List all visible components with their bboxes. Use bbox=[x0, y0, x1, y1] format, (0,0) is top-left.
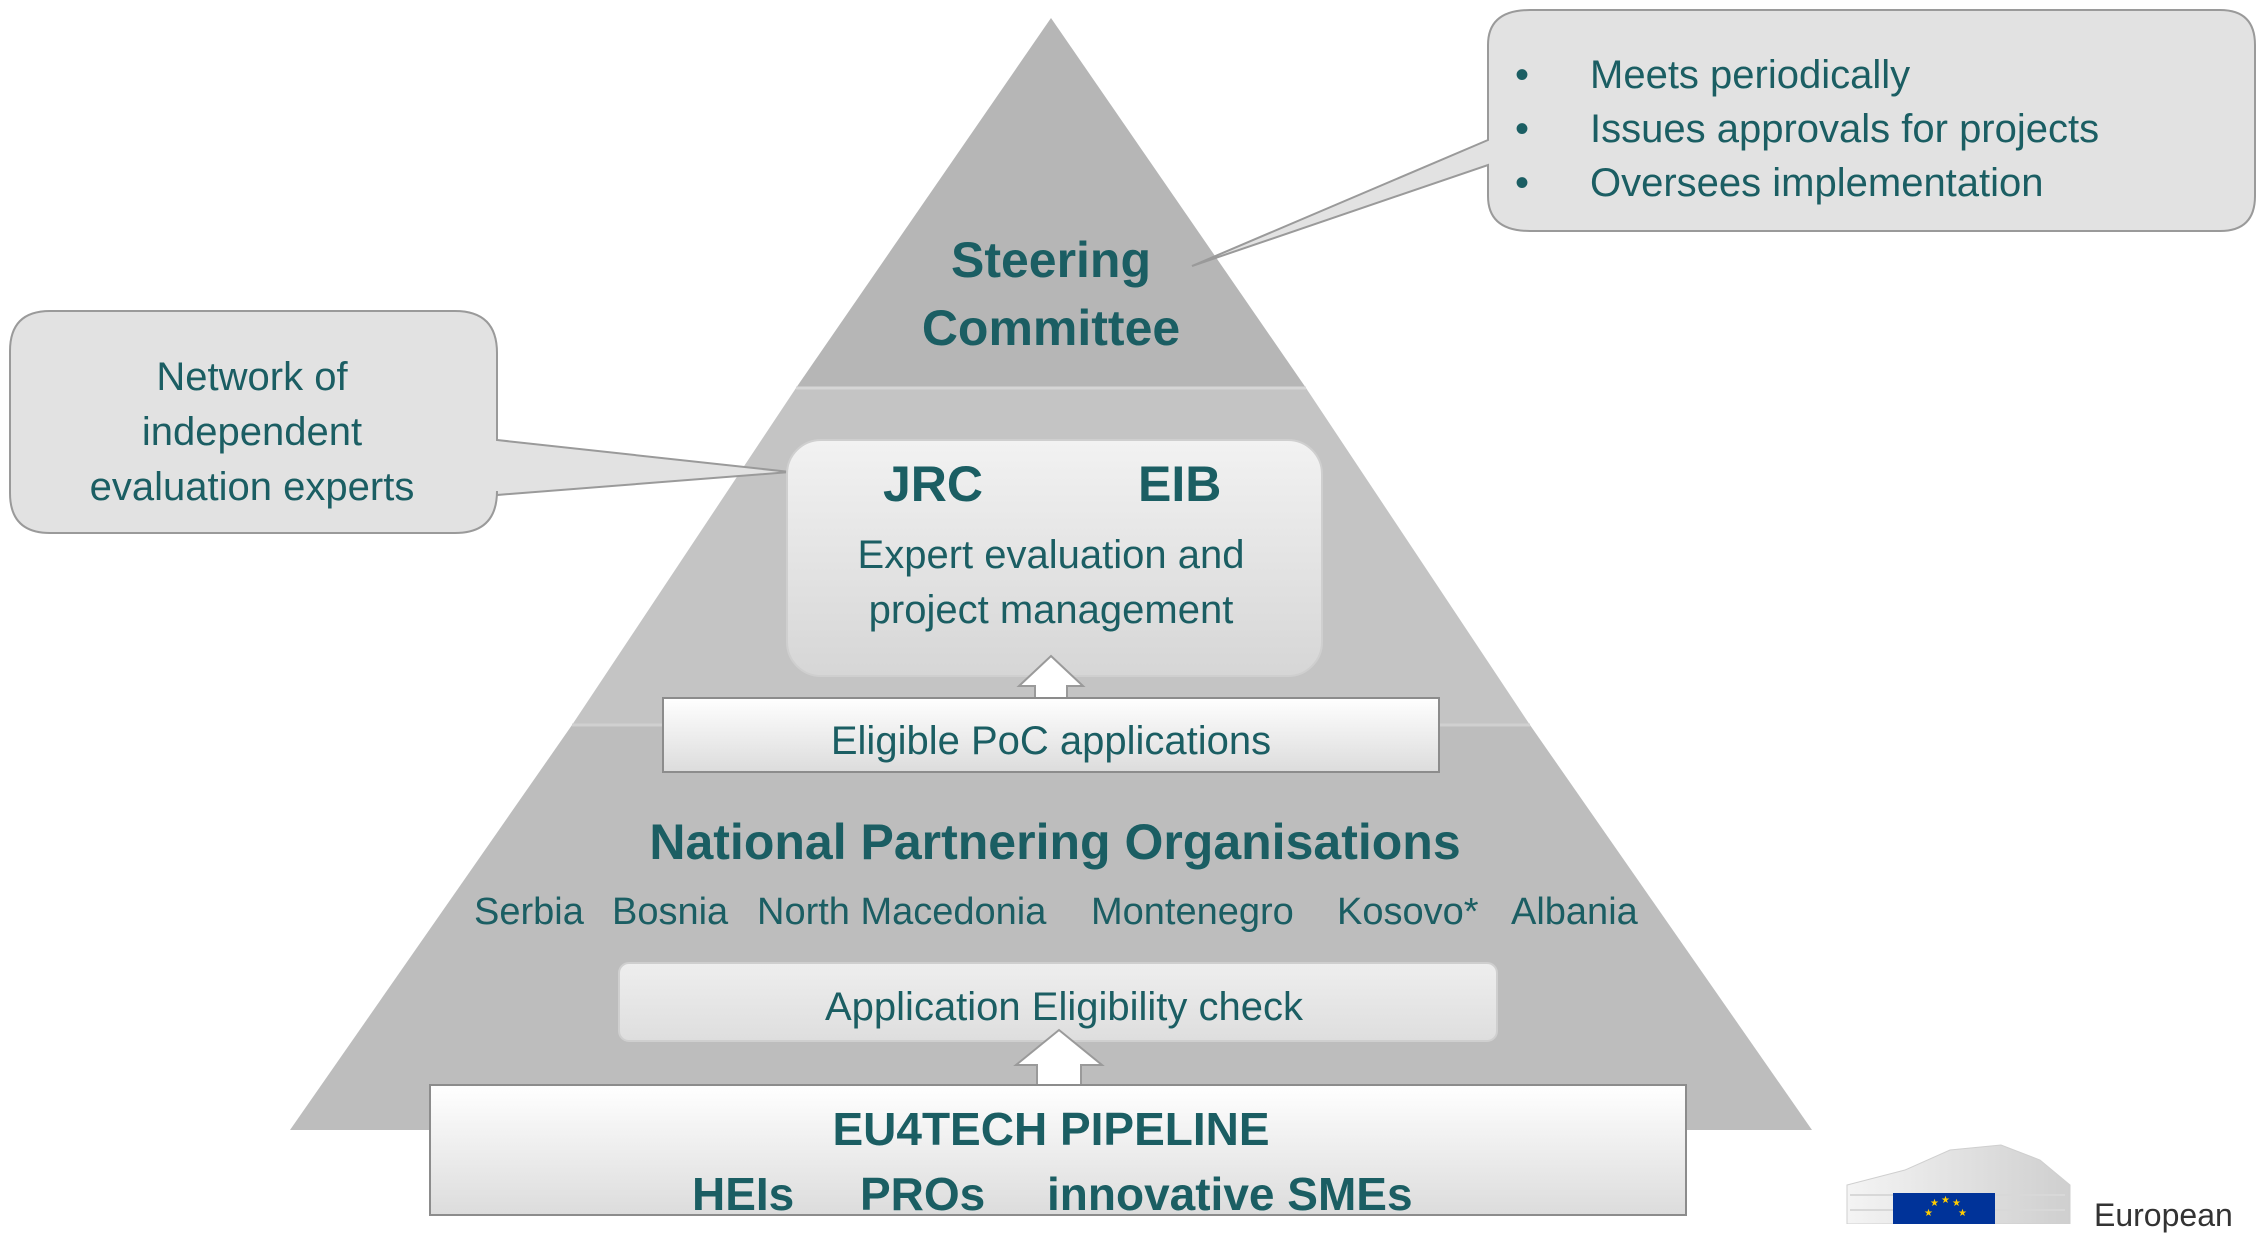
pipeline-box bbox=[429, 1084, 1687, 1216]
experts-callout-bubble bbox=[9, 310, 791, 534]
country-north-macedonia: North Macedonia bbox=[757, 891, 1047, 933]
european-commission-logo: ★★★ ★★ bbox=[1846, 1144, 2071, 1224]
eligible-poc-bar bbox=[662, 697, 1440, 773]
jrc-label: JRC bbox=[883, 456, 984, 512]
npo-title: National Partnering Organisations bbox=[649, 814, 1461, 870]
eib-label: EIB bbox=[1138, 456, 1222, 512]
callout-bullet-item: •Meets periodically bbox=[1515, 53, 1911, 97]
steering-line-2: Committee bbox=[921, 300, 1181, 356]
country-montenegro: Montenegro bbox=[1091, 891, 1294, 933]
pipeline-item-pros: PROs bbox=[860, 1168, 986, 1220]
callout-bullet-item: •Issues approvals for projects bbox=[1515, 107, 2100, 151]
callout-bullet-item: •Oversees implementation bbox=[1515, 161, 2044, 205]
eligibility-check-label: Application Eligibility check bbox=[824, 985, 1304, 1029]
steering-line-1: Steering bbox=[950, 232, 1152, 288]
country-kosovo: Kosovo* bbox=[1337, 891, 1479, 933]
svg-text:★: ★ bbox=[1958, 1208, 1967, 1219]
experts-callout-text: Network of independent evaluation expert… bbox=[89, 355, 415, 509]
svg-text:★: ★ bbox=[1941, 1195, 1950, 1206]
eu-flag-icon bbox=[1893, 1193, 1995, 1224]
steering-committee-title: Steering Committee bbox=[922, 226, 1180, 362]
pipeline-item-heis: HEIs bbox=[692, 1168, 795, 1220]
svg-text:★: ★ bbox=[1930, 1198, 1939, 1209]
pipeline-title: EU4TECH PIPELINE bbox=[832, 1103, 1270, 1155]
svg-text:★: ★ bbox=[1924, 1208, 1933, 1219]
steering-callout-bubble bbox=[1191, 9, 2256, 267]
svg-text:★: ★ bbox=[1952, 1198, 1961, 1209]
country-bosnia: Bosnia bbox=[612, 891, 729, 933]
eligible-poc-label: Eligible PoC applications bbox=[830, 719, 1272, 763]
pyramid-top-tier bbox=[796, 18, 1306, 388]
country-serbia: Serbia bbox=[474, 891, 584, 933]
expert-evaluation-text: Expert evaluation and project management bbox=[857, 533, 1245, 632]
logo-text: European bbox=[2094, 1197, 2233, 1233]
pipeline-item-smes: innovative SMEs bbox=[1047, 1168, 1413, 1220]
steering-callout-list: •Meets periodically •Issues approvals fo… bbox=[1495, 48, 2099, 210]
country-albania: Albania bbox=[1511, 891, 1638, 933]
